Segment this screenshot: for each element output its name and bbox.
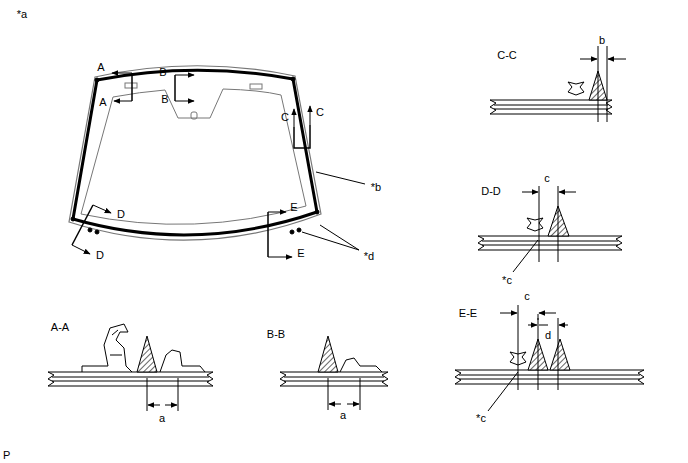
section-mark: C bbox=[315, 106, 325, 118]
section-title: E-E bbox=[458, 307, 478, 319]
figure-code: *a bbox=[16, 8, 28, 20]
dimension-label: c bbox=[523, 290, 531, 302]
section-mark: D bbox=[116, 208, 126, 220]
section-mark: A bbox=[96, 61, 105, 73]
page-mark: P bbox=[2, 449, 11, 461]
section-title: A-A bbox=[50, 321, 70, 333]
section-mark: C bbox=[280, 111, 290, 123]
section-title: C-C bbox=[496, 49, 518, 61]
section-title: D-D bbox=[480, 185, 502, 197]
dimension-label: d bbox=[544, 329, 552, 341]
callout: *b bbox=[370, 181, 382, 193]
dimension-label: b bbox=[598, 34, 606, 46]
dimension-label: a bbox=[339, 409, 347, 421]
section-mark: B bbox=[158, 66, 167, 78]
dimension-label: a bbox=[158, 412, 166, 424]
section-title: B-B bbox=[266, 328, 286, 340]
dimension-label: c bbox=[543, 172, 551, 184]
section-mark: E bbox=[296, 247, 305, 259]
section-mark: D bbox=[95, 249, 105, 261]
callout: *d bbox=[363, 250, 375, 262]
section-mark: A bbox=[98, 96, 107, 108]
callout: *c bbox=[501, 274, 513, 286]
callout: *c bbox=[475, 412, 487, 424]
section-mark: B bbox=[160, 93, 169, 105]
section-mark: E bbox=[289, 201, 298, 213]
